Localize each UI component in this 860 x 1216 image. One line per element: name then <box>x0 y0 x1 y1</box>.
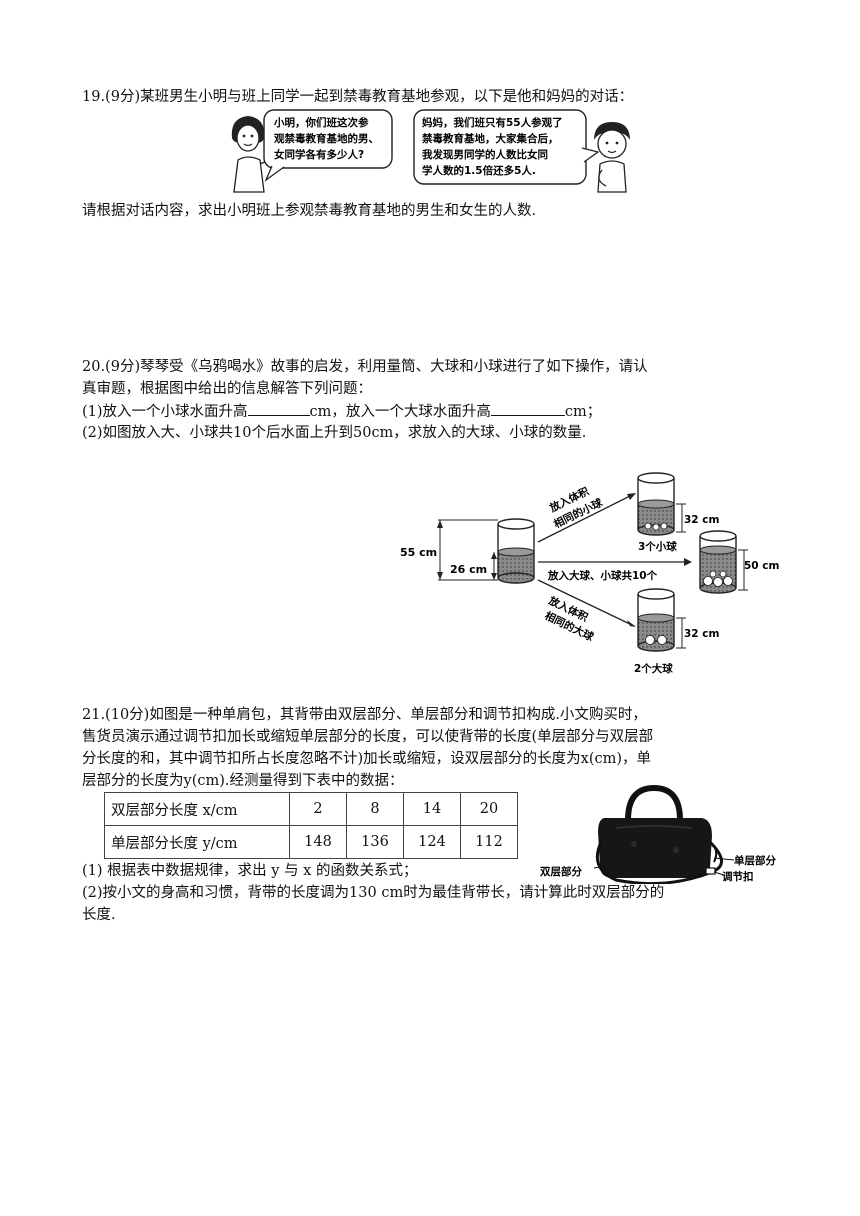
q20-part-2: (2)如图放入大、小球共10个后水面上升到50cm，求放入的大球、小球的数量. <box>82 425 587 441</box>
q21-data-table: 双层部分长度 x/cm 2 8 14 20 单层部分长度 y/cm 148 13… <box>104 792 518 859</box>
bottom-caption: 2个大球 <box>634 662 673 675</box>
q21-stem-line-4: 层部分的长度为y(cm).经测量得到下表中的数据： <box>82 773 404 789</box>
q21-part-1: (1) 根据表中数据规律，求出 y 与 x 的函数关系式； <box>82 863 418 879</box>
q19-stem: 19.(9分)某班男生小明与班上同学一起到禁毒教育基地参观，以下是他和妈妈的对话… <box>82 89 634 105</box>
q20-part-1: (1)放入一个小球水面升高 cm，放入一个大球水面升高 cm； <box>82 401 601 422</box>
q21-stem-line-3: 分长度的和，其中调节扣所占长度忽略不计)加长或缩短，设双层部分的长度为x(cm)… <box>82 751 652 767</box>
label-buckle: 调节扣 <box>722 870 754 883</box>
q19-ask: 请根据对话内容，求出小明班上参观禁毒教育基地的男生和女生的人数. <box>82 203 537 219</box>
q21-part-2-line-2: 长度. <box>82 907 116 923</box>
table-cell: 112 <box>460 825 518 859</box>
q21-part-2-line-1: (2)按小文的身高和习惯，背带的长度调为130 cm时为最佳背带长，请计算此时双… <box>82 885 665 901</box>
table-cell: 14 <box>403 792 461 826</box>
table-cell: 136 <box>346 825 404 859</box>
right-speech-bubble: 妈妈，我们班只有55人参观了 禁毒教育基地，大家集合后， 我发现男同学的人数比女… <box>413 109 600 185</box>
right-bubble-line-2: 禁毒教育基地，大家集合后， <box>421 132 559 145</box>
right-height-label: 50 cm <box>744 560 779 572</box>
label-single-layer: 单层部分 <box>734 854 776 867</box>
right-bubble-line-3: 我发现男同学的人数比女同 <box>422 148 548 161</box>
row2-header: 单层部分长度 y/cm <box>104 825 290 859</box>
q20-p1-text-b: cm，放入一个大球水面升高 <box>309 404 491 420</box>
height-55-label: 55 cm <box>400 546 437 559</box>
q21-shoulder-bag-figure: 双层部分 单层部分 调节扣 <box>539 784 776 884</box>
cylinder-two-large-balls <box>637 588 675 652</box>
left-bubble-line-2: 观禁毒教育基地的男、 <box>274 132 379 145</box>
table-cell: 124 <box>403 825 461 859</box>
original-cylinder <box>497 518 535 584</box>
table-row: 单层部分长度 y/cm 148 136 124 112 <box>104 825 518 859</box>
q20-cylinder-figure: 55 cm 26 cm 放入体积 相同的小球 放入大球、小球共10个 放入体积 … <box>400 472 779 675</box>
q20-stem-line-1: 20.(9分)琴琴受《乌鸦喝水》故事的启发，利用量筒、大球和小球进行了如下操作，… <box>82 359 648 375</box>
arrow-mid-label: 放入大球、小球共10个 <box>547 569 658 582</box>
q20-stem-line-2: 真审题，根据图中给出的信息解答下列问题： <box>82 381 372 397</box>
q19-dialogue-figure: 小明，你们班这次参 观禁毒教育基地的男、 女同学各有多少人? 妈妈，我们班只有5… <box>231 109 630 193</box>
q21-stem-line-1: 21.(10分)如图是一种单肩包，其背带由双层部分、单层部分和调节扣构成.小文购… <box>82 707 647 723</box>
table-row: 双层部分长度 x/cm 2 8 14 20 <box>104 792 518 826</box>
q20-blank-small-ball[interactable] <box>247 401 310 416</box>
table-cell: 20 <box>460 792 518 826</box>
table-cell: 8 <box>346 792 404 826</box>
left-bubble-line-1: 小明，你们班这次参 <box>273 116 369 129</box>
left-bubble-line-3: 女同学各有多少人? <box>274 148 364 161</box>
left-speech-bubble: 小明，你们班这次参 观禁毒教育基地的男、 女同学各有多少人? <box>263 109 393 182</box>
top-caption: 3个小球 <box>638 540 677 553</box>
cylinder-ten-mixed-balls <box>699 530 737 594</box>
q20-blank-large-ball[interactable] <box>490 401 565 416</box>
q20-p1-text-c: cm； <box>564 404 602 420</box>
bottom-height-label: 32 cm <box>684 628 719 640</box>
table-cell: 2 <box>289 792 347 826</box>
row1-header: 双层部分长度 x/cm <box>104 792 290 826</box>
q21-stem-line-2: 售货员演示通过调节扣加长或缩短单层部分的长度，可以使背带的长度(单层部分与双层部 <box>82 729 654 745</box>
right-bubble-line-1: 妈妈，我们班只有55人参观了 <box>422 116 563 129</box>
height-26-label: 26 cm <box>450 563 487 576</box>
cylinder-three-small-balls <box>637 472 675 536</box>
top-height-label: 32 cm <box>684 514 719 526</box>
boy-figure <box>594 122 630 193</box>
q20-p1-text-a: (1)放入一个小球水面升高 <box>82 404 248 420</box>
table-cell: 148 <box>289 825 347 859</box>
right-bubble-line-4: 学人数的1.5倍还多5人. <box>422 164 536 177</box>
label-double-layer: 双层部分 <box>539 865 582 878</box>
